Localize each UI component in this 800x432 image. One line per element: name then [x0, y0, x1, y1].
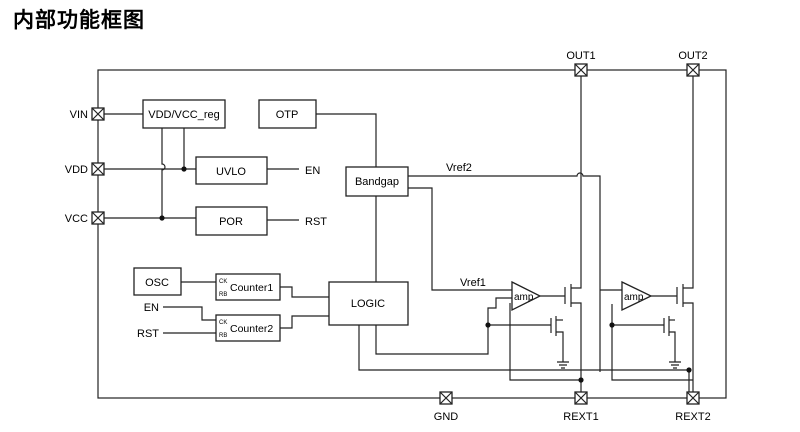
amp2-label: amp [624, 292, 644, 303]
signal-rst-out: RST [305, 216, 327, 228]
osc-block: OSC [133, 267, 182, 296]
amp1-triangle: amp [511, 280, 542, 312]
pin-out2-label: OUT2 [678, 50, 707, 62]
pin-gnd: GND [434, 391, 459, 423]
pin-vdd: VDD [65, 162, 105, 176]
pin-rext2: REXT2 [675, 391, 711, 423]
pin-out1: OUT1 [566, 50, 596, 77]
otp-label: OTP [276, 109, 299, 121]
pin-vcc: VCC [65, 211, 105, 225]
logic-label: LOGIC [351, 298, 385, 310]
vdd-vcc-reg-block: VDD/VCC_reg [142, 99, 226, 129]
signal-en-in: EN [144, 302, 159, 314]
counter1-label: Counter1 [230, 282, 273, 294]
counter1-rb-label: RB [219, 292, 227, 298]
pin-out1-label: OUT1 [566, 50, 595, 62]
vdd-vcc-reg-label: VDD/VCC_reg [148, 109, 220, 121]
pin-gnd-label: GND [434, 411, 459, 423]
por-block: POR [195, 206, 268, 236]
logic-block: LOGIC [328, 281, 409, 326]
signal-en-out: EN [305, 165, 320, 177]
bandgap-block: Bandgap [345, 166, 409, 197]
diagram-title: 内部功能框图 [13, 8, 145, 32]
signal-rst-in: RST [137, 328, 159, 340]
signal-vref1: Vref1 [460, 277, 486, 289]
counter1-ck-label: CK [219, 279, 227, 285]
amp2-triangle: amp [621, 280, 653, 312]
uvlo-label: UVLO [216, 166, 246, 178]
pin-rext1-label: REXT1 [563, 411, 598, 423]
pin-vin: VIN [70, 107, 105, 121]
osc-label: OSC [145, 277, 169, 289]
uvlo-block: UVLO [195, 156, 268, 185]
bandgap-label: Bandgap [355, 176, 399, 188]
pin-rext2-label: REXT2 [675, 411, 710, 423]
counter2-rb-label: RB [219, 333, 227, 339]
wires [104, 76, 694, 392]
otp-block: OTP [258, 99, 317, 129]
por-label: POR [219, 216, 243, 228]
junction-dots [159, 166, 692, 383]
chip-boundary [97, 69, 727, 399]
signal-vref2: Vref2 [446, 162, 472, 174]
pin-vcc-label: VCC [65, 213, 88, 225]
pin-vdd-label: VDD [65, 164, 88, 176]
counter1-block: CK RB Counter1 [215, 273, 281, 301]
pin-vin-label: VIN [70, 109, 88, 121]
amp1-label: amp [514, 292, 534, 303]
pin-out2: OUT2 [678, 50, 708, 77]
counter2-ck-label: CK [219, 320, 227, 326]
counter2-block: CK RB Counter2 [215, 314, 281, 342]
counter2-label: Counter2 [230, 323, 273, 335]
pin-rext1: REXT1 [563, 391, 599, 423]
